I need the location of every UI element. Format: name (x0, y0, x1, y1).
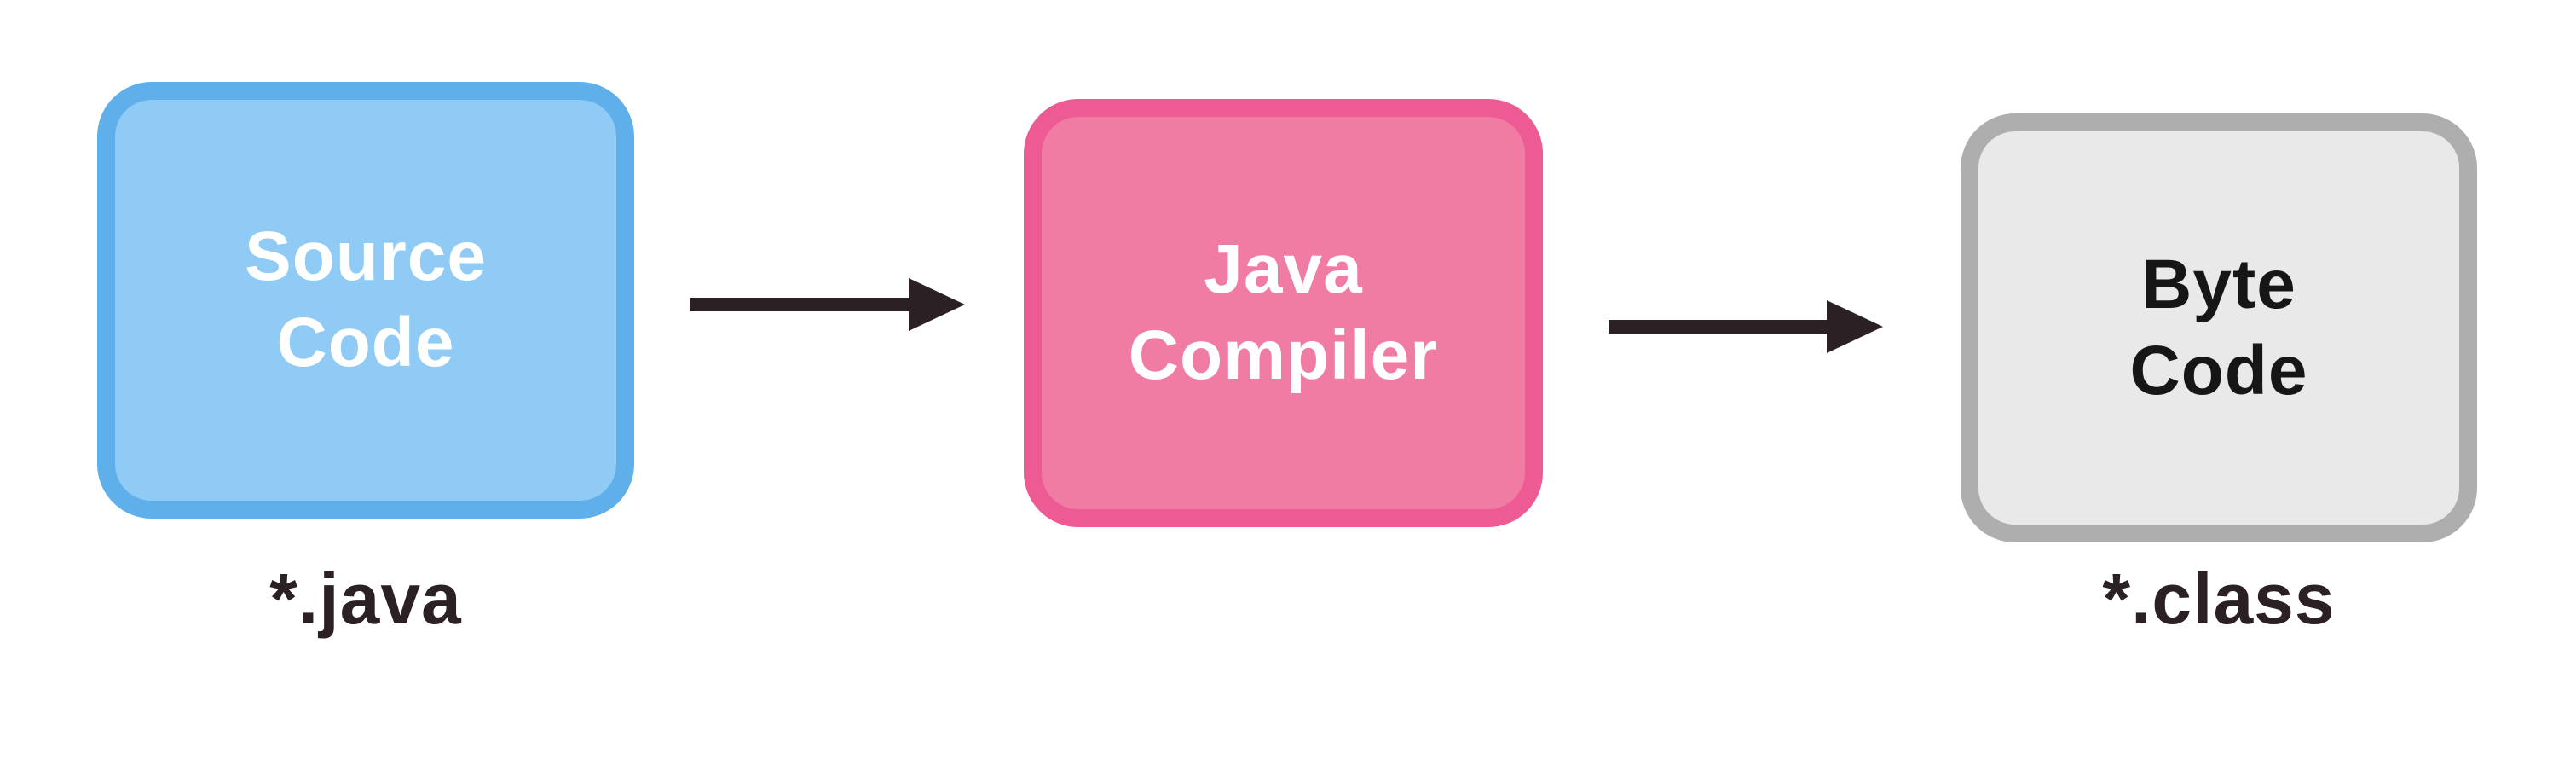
arrow-head-icon (909, 278, 965, 331)
flow-arrow-source-to-compiler (690, 278, 965, 331)
caption-java-file-extension: *.java (269, 559, 462, 639)
arrow-head-icon (1827, 300, 1883, 353)
caption-class-file-extension: *.class (2102, 559, 2336, 639)
arrow-line (690, 298, 909, 311)
node-byte-code: Byte Code (1961, 113, 2477, 542)
node-java-compiler: Java Compiler (1024, 99, 1543, 527)
node-java-compiler-label: Java Compiler (1128, 230, 1439, 394)
node-byte-code-label: Byte Code (2129, 245, 2308, 409)
node-source-code: Source Code (97, 82, 634, 519)
flow-arrow-compiler-to-bytecode (1609, 300, 1883, 353)
node-source-code-label: Source Code (245, 218, 487, 381)
arrow-line (1609, 320, 1827, 334)
